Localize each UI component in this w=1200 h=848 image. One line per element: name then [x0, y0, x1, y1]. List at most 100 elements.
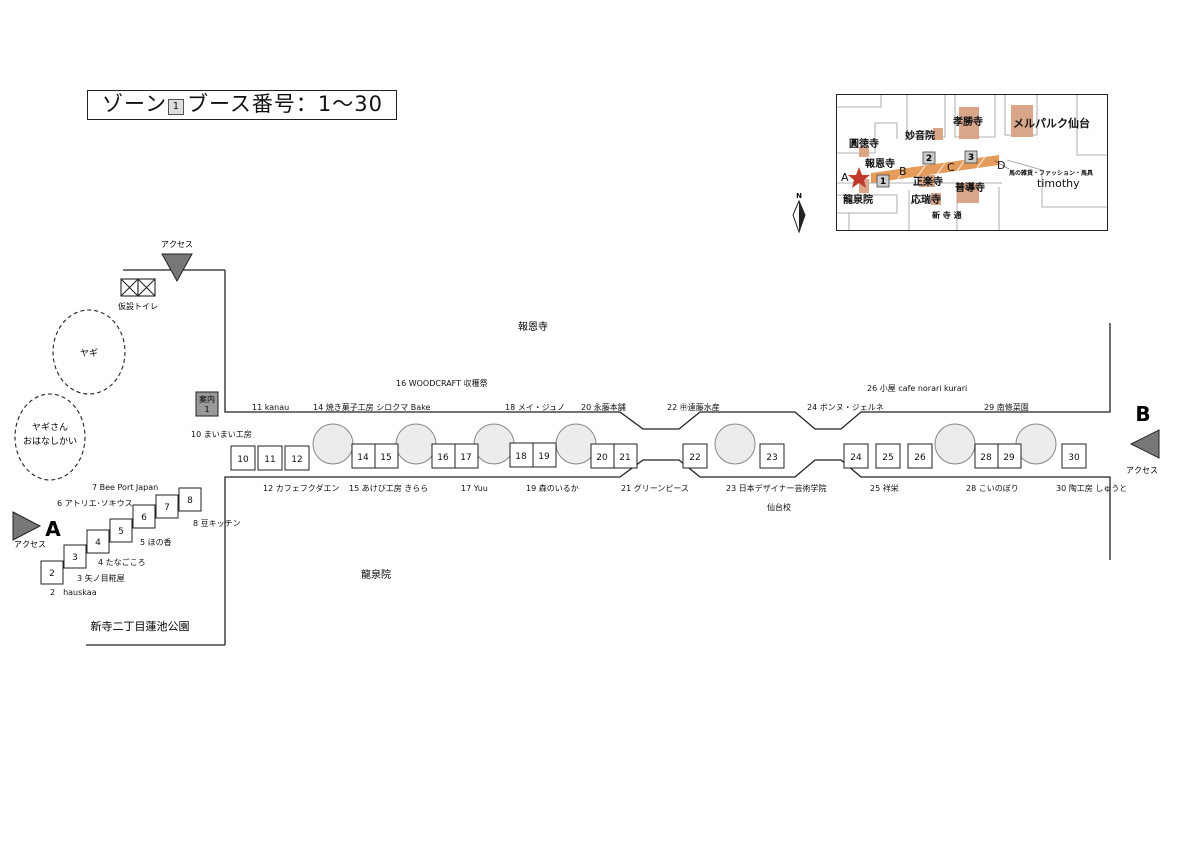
booth-23: 23 — [759, 443, 785, 469]
tree — [714, 423, 756, 465]
access-label-right: アクセス — [1126, 466, 1158, 475]
booth-number: 4 — [95, 538, 101, 548]
booth-number: 20 — [596, 453, 608, 463]
booth-14: 14 — [351, 443, 376, 469]
booth-number: 17 — [460, 453, 471, 463]
booth-29: 29 — [997, 443, 1022, 469]
inset-street: 新 寺 通 — [932, 210, 962, 220]
booth-number: 29 — [1003, 453, 1015, 463]
booth-22: 22 — [682, 443, 708, 469]
booth-number: 16 — [437, 453, 449, 463]
vendor-12: 12 カフェフクダエン — [263, 483, 339, 493]
booth-4: 4 — [86, 529, 110, 554]
toilet-icon — [120, 278, 156, 297]
booths: 2 3 4 5 6 7 8 10 11 12 14 15 16 17 18 19… — [40, 442, 1087, 585]
booth-number: 3 — [72, 553, 78, 563]
inset-zone-badge-3 — [964, 150, 978, 164]
access-arrow-b — [1129, 429, 1160, 459]
point-b-label: B — [1135, 402, 1150, 426]
tree — [473, 423, 515, 465]
vendor-22: 22 ㊥遠藤水産 — [667, 402, 720, 412]
booth-number: 8 — [187, 496, 193, 506]
booth-16: 16 — [431, 443, 456, 469]
booth-number: 6 — [141, 513, 147, 523]
inset-zone-badges: 1 2 3 — [876, 150, 978, 188]
booth-number: 18 — [515, 452, 527, 462]
inset-fudo: 普導寺 — [955, 181, 985, 194]
inset-zone-number-1: 1 — [880, 177, 886, 187]
inset-marker-d: D — [997, 159, 1005, 172]
info-label: 案内 — [199, 394, 215, 404]
tree — [1015, 423, 1057, 465]
tree — [934, 423, 976, 465]
inset-zone-badge-1 — [876, 174, 890, 188]
booth-15: 15 — [374, 443, 399, 469]
vendor-19: 19 森のいるか — [526, 483, 579, 493]
goat-pen — [52, 309, 126, 395]
zone-number-badge: 1 — [167, 99, 184, 115]
inset-myoon: 妙音院 — [905, 129, 935, 142]
vendor-15: 15 あけび工房 きらら — [349, 483, 428, 493]
vendor-5: 5 ほの香 — [140, 537, 172, 547]
info-number: 1 — [204, 405, 209, 414]
access-arrow-top — [161, 253, 193, 283]
booth-number: 15 — [380, 453, 391, 463]
inset-shop-leader — [994, 160, 1010, 170]
vendor-24: 24 ボンヌ・ジェルネ — [807, 403, 884, 412]
vendor-29: 29 南條菜園 — [984, 402, 1029, 412]
booth-number: 14 — [357, 453, 369, 463]
booth-25: 25 — [875, 443, 901, 469]
booth-17: 17 — [454, 443, 479, 469]
vendor-4: 4 たなごころ — [98, 557, 146, 567]
booth-number: 7 — [164, 503, 170, 513]
south-edge — [224, 459, 1111, 645]
booth-number: 22 — [689, 453, 700, 463]
booth-24: 24 — [843, 443, 869, 469]
booth-5: 5 — [109, 518, 133, 543]
inset-mall: メルパルク仙台 — [1013, 116, 1090, 130]
vendor-labels: 2 hauskaa 3 矢ノ目糀屋 4 たなごころ 5 ほの香 6 アトリエ･ソ… — [50, 378, 1127, 597]
inset-shop-name: timothy — [1037, 177, 1080, 190]
inset-ozui: 応瑞寺 — [911, 193, 941, 206]
inset-hoon: 報恩寺 — [865, 157, 895, 170]
goat-talk-label-1: ヤギさん — [32, 422, 68, 433]
booth-12: 12 — [284, 445, 310, 471]
booth-number: 28 — [980, 453, 992, 463]
vendor-23: 23 日本デザイナー芸術学院 — [726, 483, 827, 493]
inset-star-icon — [848, 167, 870, 188]
vendor-11: 11 kanau — [252, 403, 289, 412]
booth-6: 6 — [132, 504, 156, 529]
school-sub-label: 仙台校 — [767, 502, 791, 512]
hoonji-label: 報恩寺 — [518, 321, 548, 333]
vendor-28: 28 こいのぼり — [966, 484, 1019, 493]
booth-number: 21 — [619, 453, 630, 463]
booth-number: 30 — [1068, 453, 1080, 463]
park-label: 新寺二丁目蓮池公園 — [91, 619, 190, 633]
vendor-7: 7 Bee Port Japan — [92, 483, 158, 492]
booth-number: 26 — [914, 453, 926, 463]
zone-label: ゾーン — [102, 92, 167, 116]
ryusenin-label: 龍泉院 — [361, 568, 391, 581]
tree — [555, 423, 597, 465]
booth-21: 21 — [613, 443, 638, 469]
vendor-14: 14 焼き菓子工房 シロクマ Bake — [313, 402, 431, 412]
inset-zone-badge-2 — [922, 151, 936, 165]
booth-26: 26 — [907, 443, 933, 469]
booth-number: 24 — [850, 453, 862, 463]
booth-number: 2 — [49, 569, 55, 579]
goat-talk-label-2: おはなしかい — [23, 436, 77, 447]
tree — [312, 423, 354, 465]
booth-2: 2 — [40, 560, 64, 585]
vendor-3: 3 矢ノ目糀屋 — [77, 573, 125, 583]
compass-needle-shade — [799, 201, 805, 232]
goat-label: ヤギ — [80, 348, 98, 359]
booth-28: 28 — [974, 443, 999, 469]
inset-labels: 孝勝寺 メルパルク仙台 妙音院 圓徳寺 報恩寺 正楽寺 普導寺 応瑞寺 龍泉院 … — [841, 115, 1093, 220]
compass-n-label: N — [796, 192, 802, 200]
tree — [395, 423, 437, 465]
inset-shop-desc: 馬の雑貨・ファッション・馬具 — [1008, 169, 1093, 177]
vendor-8: 8 豆キッチン — [193, 519, 241, 528]
